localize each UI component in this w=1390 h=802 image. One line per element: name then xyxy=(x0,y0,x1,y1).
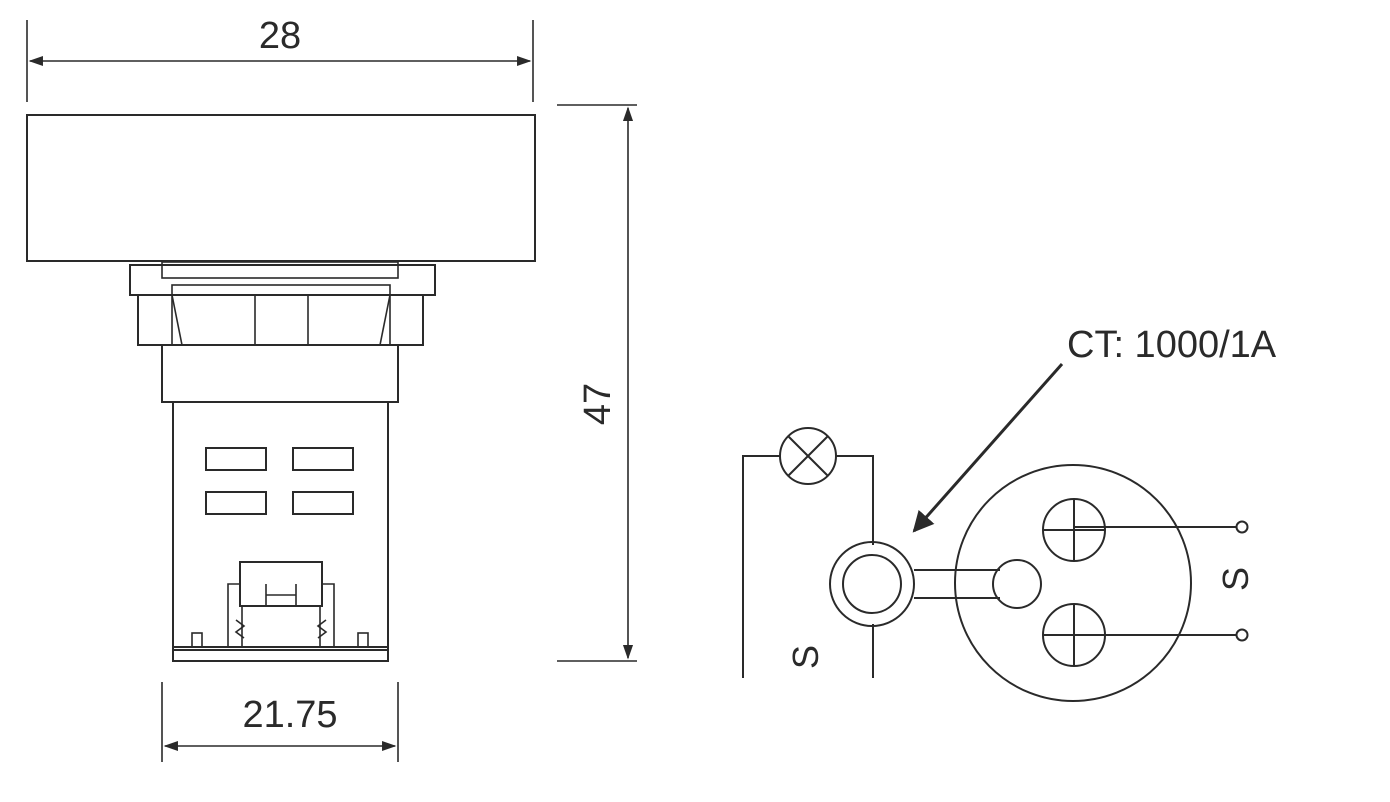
vent-slot xyxy=(205,447,267,471)
meter-terminal-label: S xyxy=(1215,567,1256,591)
ct-input-terminal xyxy=(992,559,1042,609)
ct-pointer-arrow xyxy=(912,363,1064,533)
vent-slot xyxy=(292,447,354,471)
connector-socket xyxy=(227,561,335,646)
width-dimension: 28 xyxy=(26,15,534,102)
front-bezel xyxy=(26,114,536,262)
height-dimension-label: 47 xyxy=(577,383,619,425)
ct-rating-label: CT: 1000/1A xyxy=(1067,324,1277,366)
base-width-dimension-label: 21.75 xyxy=(242,694,337,736)
width-dimension-label: 28 xyxy=(259,15,301,57)
vent-slot xyxy=(292,491,354,515)
load-wire-right xyxy=(836,455,874,545)
meter-rear-view xyxy=(954,464,1192,702)
lamp-icon xyxy=(779,427,837,485)
meter-side-view xyxy=(26,114,536,662)
vent-slot xyxy=(205,491,267,515)
base-width-dimension: 21.75 xyxy=(161,682,399,762)
load-wire-left xyxy=(742,455,780,678)
power-terminal-icon xyxy=(1042,498,1106,562)
rear-housing xyxy=(172,401,389,651)
base-plate xyxy=(172,646,389,662)
supply-terminal xyxy=(1235,628,1249,642)
clip-tab xyxy=(191,632,203,648)
collar xyxy=(161,344,399,403)
supply-terminal xyxy=(1235,520,1249,534)
height-dimension: 47 xyxy=(557,104,637,662)
wiring-diagram: CT: 1000/1A S S xyxy=(742,324,1277,702)
current-transformer-icon xyxy=(829,541,915,627)
lamp-terminal-label: S xyxy=(785,645,826,669)
clip-tab xyxy=(357,632,369,648)
